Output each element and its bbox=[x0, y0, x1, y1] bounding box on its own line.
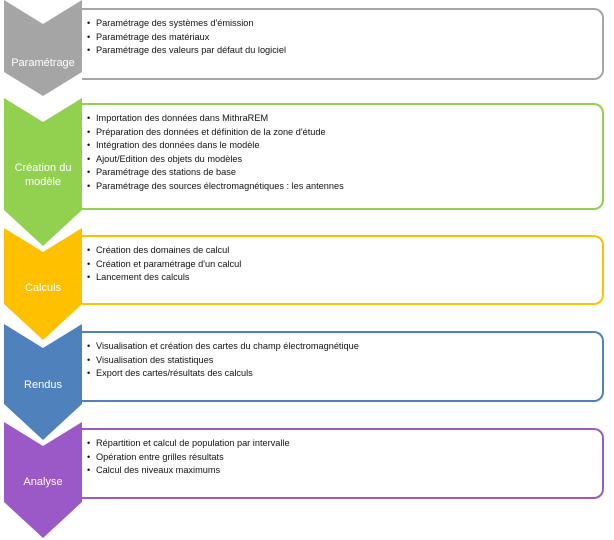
chevron-shape bbox=[4, 0, 82, 96]
detail-item: Ajout/Edition des objets du modèles bbox=[87, 153, 602, 167]
step-paramétrage-chevron: Paramétrage bbox=[4, 0, 82, 96]
details-list: Création des domaines de calcul Création… bbox=[82, 237, 602, 285]
step-label: Analyse bbox=[23, 476, 63, 488]
step-label: Création du modèle bbox=[14, 162, 72, 188]
detail-item: Paramétrage des matériaux bbox=[87, 31, 602, 45]
chevron-shape bbox=[4, 324, 82, 440]
detail-item: Paramétrage des stations de base bbox=[87, 166, 602, 180]
detail-item: Paramétrage des sources électromagnétiqu… bbox=[87, 180, 602, 194]
detail-item: Paramétrage des systèmes d'émission bbox=[87, 17, 602, 31]
detail-item: Création et paramétrage d'un calcul bbox=[87, 258, 602, 272]
detail-item: Lancement des calculs bbox=[87, 271, 602, 285]
details-list: Importation des données dans MithraREM P… bbox=[82, 105, 602, 193]
step-rendus-details: Visualisation et création des cartes du … bbox=[82, 331, 604, 402]
step-création-chevron: Création du modèle bbox=[4, 98, 82, 246]
chevron-shape bbox=[4, 98, 82, 246]
step-label: Calculs bbox=[24, 282, 62, 294]
detail-item: Répartition et calcul de population par … bbox=[87, 437, 602, 451]
step-analyse-details: Répartition et calcul de population par … bbox=[82, 428, 604, 499]
details-list: Paramétrage des systèmes d'émission Para… bbox=[82, 10, 602, 58]
details-list: Répartition et calcul de population par … bbox=[82, 430, 602, 478]
step-label: Paramétrage bbox=[11, 57, 75, 69]
detail-item: Visualisation et création des cartes du … bbox=[87, 340, 602, 354]
chevron-shape bbox=[4, 228, 82, 340]
detail-item: Création des domaines de calcul bbox=[87, 244, 602, 258]
detail-item: Visualisation des statistiques bbox=[87, 354, 602, 368]
step-rendus-chevron: Rendus bbox=[4, 324, 82, 440]
step-analyse-chevron: Analyse bbox=[4, 422, 82, 538]
step-label: Rendus bbox=[24, 379, 62, 391]
step-paramétrage-details: Paramétrage des systèmes d'émission Para… bbox=[82, 8, 604, 80]
detail-item: Paramétrage des valeurs par défaut du lo… bbox=[87, 44, 602, 58]
details-list: Visualisation et création des cartes du … bbox=[82, 333, 602, 381]
chevron-shape bbox=[4, 422, 82, 538]
detail-item: Export des cartes/résultats des calculs bbox=[87, 367, 602, 381]
step-calculs-chevron: Calculs bbox=[4, 228, 82, 340]
step-calculs-details: Création des domaines de calcul Création… bbox=[82, 235, 604, 305]
detail-item: Importation des données dans MithraREM bbox=[87, 112, 602, 126]
step-création-details: Importation des données dans MithraREM P… bbox=[82, 103, 604, 210]
detail-item: Intégration des données dans le modèle bbox=[87, 139, 602, 153]
detail-item: Calcul des niveaux maximums bbox=[87, 464, 602, 478]
detail-item: Préparation des données et définition de… bbox=[87, 126, 602, 140]
detail-item: Opération entre grilles résultats bbox=[87, 451, 602, 465]
